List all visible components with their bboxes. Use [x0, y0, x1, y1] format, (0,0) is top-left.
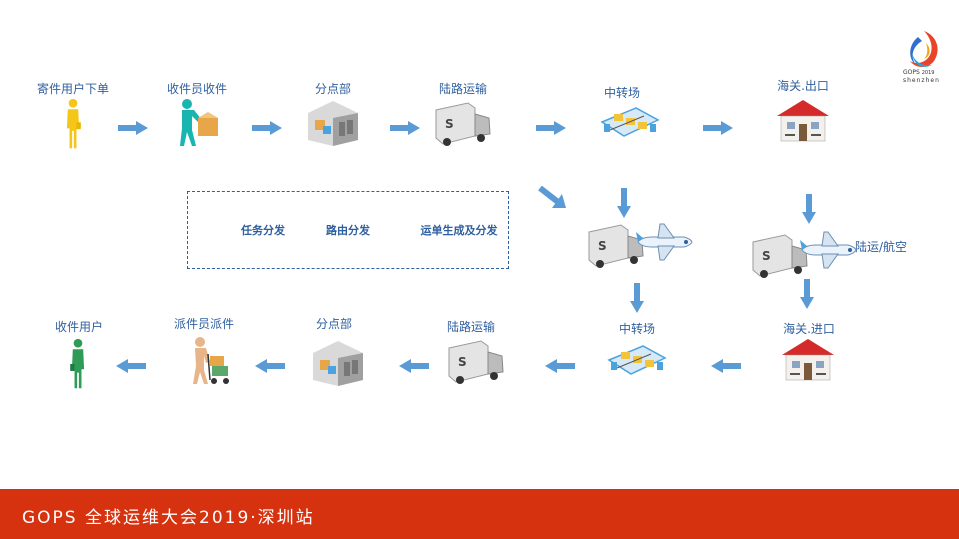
conveyor-icon [600, 104, 660, 144]
bottom-step-1-label: 收件用户 [54, 320, 104, 334]
delivery-cart-icon [186, 336, 236, 386]
task-label-2: 路由分发 [326, 224, 370, 237]
task-label-3: 运单生成及分发 [420, 224, 498, 237]
arrow-right-icon [390, 121, 420, 135]
transport-label: 陆运/航空 [854, 240, 908, 254]
arrow-down-icon [630, 283, 644, 313]
top-step-1-label: 寄件用户下单 [36, 82, 110, 96]
bottom-step-5-label: 中转场 [618, 322, 656, 336]
warehouse-icon [308, 338, 368, 388]
house-icon [778, 337, 838, 382]
footer-title: GOPS 全球运维大会2019·深圳站 [22, 508, 315, 528]
top-step-6-label: 海关.出口 [777, 79, 829, 93]
warehouse-icon [303, 98, 363, 148]
courier-box-icon [172, 98, 222, 148]
conveyor-icon [607, 342, 667, 382]
airplane-icon [634, 222, 694, 262]
arrow-left-icon [399, 359, 429, 373]
arrow-left-icon [545, 359, 575, 373]
house-icon [773, 98, 833, 143]
top-step-4-label: 陆路运输 [438, 82, 488, 96]
arrow-down-icon [802, 194, 816, 224]
person-icon [68, 338, 88, 390]
arrow-right-icon [536, 121, 566, 135]
logo-city: shenzhen [903, 77, 940, 84]
gops-logo [910, 31, 938, 67]
arrow-right-icon [118, 121, 148, 135]
logo-name: GOPS [903, 69, 920, 76]
bottom-step-2-label: 派件员派件 [173, 317, 235, 331]
arrow-right-icon [252, 121, 282, 135]
task-dispatch-box: 任务分发 路由分发 运单生成及分发 [187, 191, 509, 269]
task-label-1: 任务分发 [241, 224, 285, 237]
arrow-down-icon [800, 279, 814, 309]
bottom-step-3-label: 分点部 [315, 317, 353, 331]
arrow-left-icon [116, 359, 146, 373]
bottom-step-6-label: 海关.进口 [783, 322, 835, 336]
top-step-3-label: 分点部 [314, 82, 352, 96]
truck-icon [433, 100, 493, 150]
footer-bar: GOPS 全球运维大会2019·深圳站 [0, 489, 959, 539]
arrow-left-icon [255, 359, 285, 373]
truck-icon [446, 338, 506, 388]
top-step-5-label: 中转场 [603, 86, 641, 100]
arrow-left-icon [711, 359, 741, 373]
bottom-step-4-label: 陆路运输 [446, 320, 496, 334]
top-step-2-label: 收件员收件 [166, 82, 228, 96]
arrow-diagonal-icon [538, 186, 566, 208]
arrow-right-icon [703, 121, 733, 135]
arrow-down-icon [617, 188, 631, 218]
airplane-icon [798, 230, 858, 270]
person-icon [63, 98, 83, 150]
logo-year: 2019 [921, 70, 935, 76]
